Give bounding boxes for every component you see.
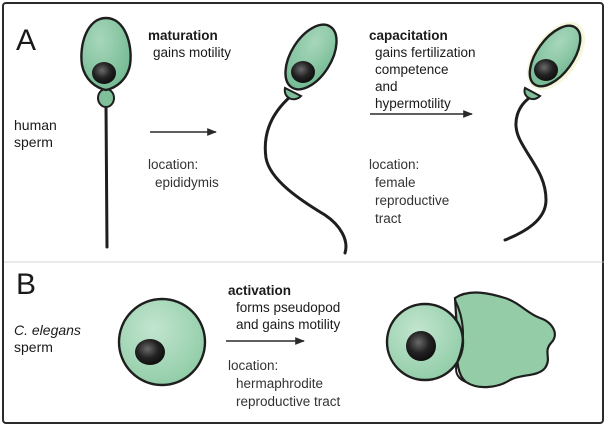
cytoplasmic-droplet	[97, 88, 115, 108]
sperm-nucleus	[534, 59, 558, 81]
location-capacitation-1: female	[375, 175, 416, 190]
spermatid-cell	[117, 297, 207, 387]
mature-sperm-cell	[263, 23, 348, 255]
location-activation-1: hermaphrodite	[236, 376, 324, 391]
location-label-maturation: location:	[148, 157, 199, 172]
panel-a-letter: A	[16, 24, 37, 57]
step-desc-capacitation-4: hypermotility	[375, 96, 451, 111]
step-title-maturation: maturation	[148, 28, 218, 43]
location-maturation: epididymis	[155, 175, 219, 190]
activated-spermatozoon	[385, 291, 556, 389]
sperm-nucleus	[291, 61, 315, 83]
step-desc-capacitation-3: and	[375, 79, 398, 94]
cell-boundary	[454, 299, 467, 383]
organism-label-b-line-1: C. elegans	[14, 322, 81, 338]
step-title-activation: activation	[228, 283, 292, 298]
immature-sperm-cell	[80, 16, 132, 249]
step-desc-capacitation-2: competence	[375, 62, 449, 77]
sperm-midpiece	[283, 86, 303, 101]
pseudopod	[453, 291, 556, 389]
sperm-tail	[503, 94, 548, 242]
location-label-activation: location:	[228, 358, 279, 373]
organism-label-b-line-2: sperm	[14, 339, 53, 355]
spermatid-nucleus	[135, 339, 165, 365]
sperm-midpiece	[523, 86, 542, 100]
step-desc-maturation: gains motility	[153, 45, 232, 60]
step-desc-activation-2: and gains motility	[236, 317, 341, 332]
step-desc-activation-1: forms pseudopod	[236, 300, 341, 315]
location-label-capacitation: location:	[369, 157, 420, 172]
sperm-nucleus	[92, 62, 116, 84]
location-capacitation-3: tract	[375, 211, 402, 226]
location-capacitation-2: reproductive	[375, 193, 450, 208]
sperm-head	[284, 23, 338, 91]
step-desc-capacitation-1: gains fertilization	[375, 45, 476, 60]
sperm-tail	[263, 94, 348, 255]
spermatozoon-nucleus	[406, 331, 436, 361]
spermatid-body	[117, 297, 207, 387]
organism-label-line-1: human	[14, 117, 57, 133]
sperm-tail	[104, 102, 109, 249]
organism-label-line-2: sperm	[14, 134, 53, 150]
capacitated-sperm-cell	[503, 21, 586, 242]
step-title-capacitation: capacitation	[369, 28, 448, 43]
location-activation-2: reproductive tract	[236, 394, 341, 409]
panel-b-letter: B	[16, 268, 37, 301]
